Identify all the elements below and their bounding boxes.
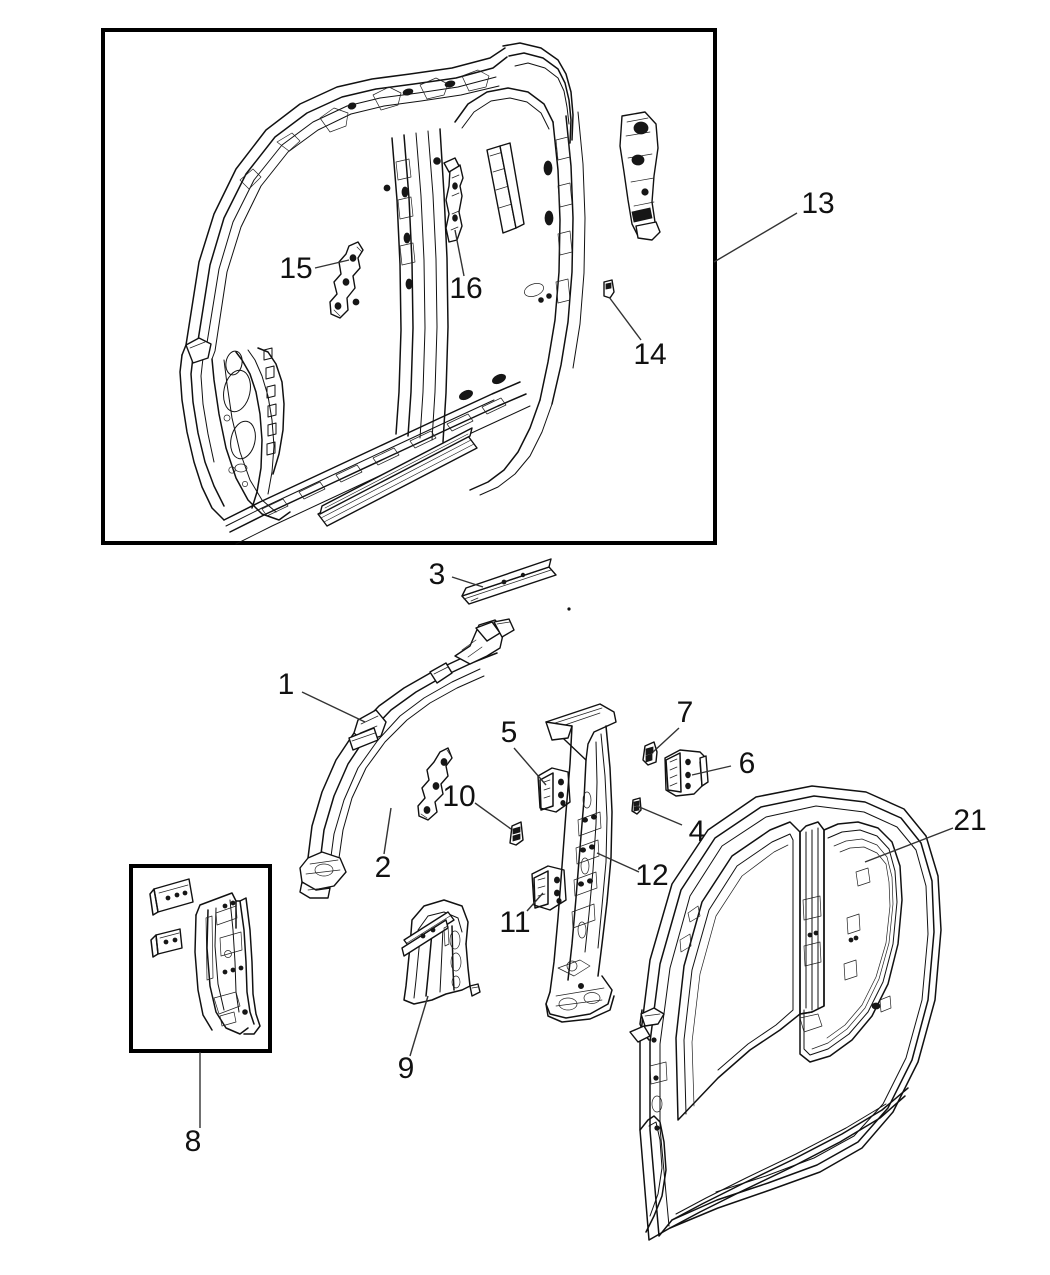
callout-1: 1 [278,668,295,701]
hinge-pillar-reinforcement-kit [149,878,261,1035]
leader-12 [596,852,640,873]
leader-6 [691,765,732,776]
callout-10: 10 [442,780,475,813]
body-side-outer-panel [629,785,942,1241]
callout-21: 21 [953,804,986,837]
small-clip [631,797,642,815]
callout-9: 9 [398,1052,415,1085]
lower-seat-belt-bracket [531,865,567,911]
leader-11 [526,892,544,912]
hinge-pillar-box [129,864,272,1053]
callout-8: 8 [185,1125,202,1158]
leader-14 [608,296,642,341]
leader-21 [864,827,954,863]
upper-seat-belt-bracket [537,767,571,813]
leader-4 [636,805,683,826]
stray-dot-near-part-3 [567,607,571,611]
callout-3: 3 [429,558,446,591]
callout-13: 13 [801,187,834,220]
pillar-bracket [664,749,709,797]
small-retainer [642,741,658,766]
callout-6: 6 [739,747,756,780]
leader-16 [454,229,465,277]
lower-hinge-pillar-reinforcement [401,899,481,1005]
callout-11: 11 [499,906,530,939]
leader-7 [652,727,680,753]
leader-15 [314,259,350,269]
callout-5: 5 [501,716,518,749]
rear-pillar-reinforcement [619,111,661,241]
leader-9 [409,995,429,1057]
rear-small-clip [603,279,615,299]
leader-1 [301,691,366,723]
leader-3 [451,576,484,588]
callout-4: 4 [689,815,706,848]
callout-15: 15 [279,252,312,285]
body-side-aperture-inner-assembly [179,42,661,545]
bracket-strip [417,747,453,821]
rail-reinforcement-strip [461,558,557,605]
callout-12: 12 [635,859,668,892]
callout-16: 16 [449,272,482,305]
callout-7: 7 [677,696,694,729]
leader-10 [474,802,512,830]
leader-13 [713,212,798,263]
small-nut-plate [509,821,524,846]
leader-5 [513,747,547,786]
center-pillar-reinforcement [545,703,617,1023]
roof-side-rail-reinforcement [299,618,515,899]
callout-14: 14 [633,338,666,371]
leader-2 [383,807,392,855]
callout-2: 2 [375,851,392,884]
